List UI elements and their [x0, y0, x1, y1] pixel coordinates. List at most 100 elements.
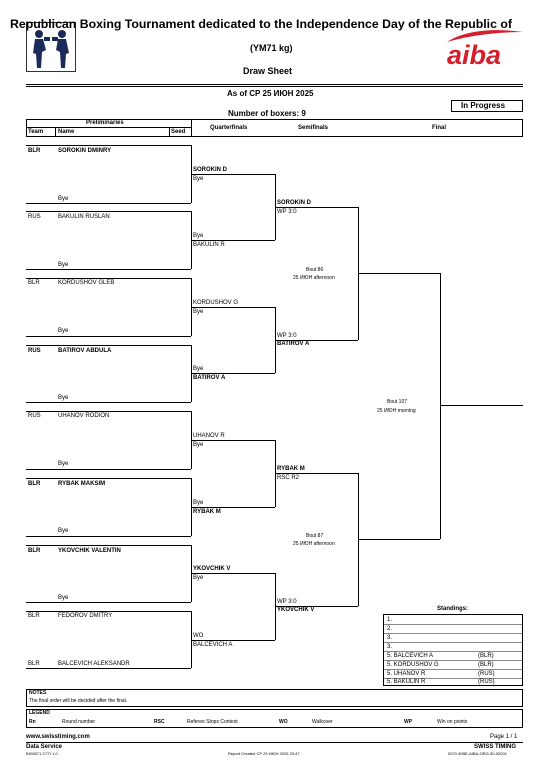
qf-top-result: Bye: [193, 176, 204, 182]
legend-code: RSC: [154, 719, 165, 725]
entry-name: KORDUSHOV GLEB: [58, 280, 115, 286]
entry-opponent: Bye: [58, 196, 69, 202]
entry-name: FEDOROV DMITRY: [58, 613, 113, 619]
qf-top-result: Bye: [193, 575, 204, 581]
legend-desc: Referee Stops Contest: [187, 719, 238, 725]
qf-bottom-result: Bye: [193, 366, 204, 372]
legend-code: WP: [404, 719, 413, 725]
footer-brand: SWISS TIMING: [474, 744, 516, 750]
entry-team: RUS: [28, 413, 41, 419]
standings-row: 2.: [387, 626, 393, 632]
legend-desc: Walkover: [312, 719, 333, 725]
standings-team: (RUS): [478, 671, 495, 677]
entry-opponent: Bye: [58, 528, 69, 534]
status-badge: In Progress: [461, 101, 506, 110]
standings-team: (BLR): [478, 662, 494, 668]
col-semifinals: Semifinals: [298, 125, 329, 131]
legend-desc: Win on points: [437, 719, 468, 725]
standings-row: 3.: [387, 635, 393, 641]
legend-code: Rn: [29, 719, 36, 725]
sf-bout-number: Bout 87: [306, 533, 324, 539]
qf-bottom-name: BALCEVICH A: [193, 642, 233, 648]
entry-team: BLR: [28, 148, 41, 154]
entry-team: RUS: [28, 348, 41, 354]
standings-row: 5. UHANOV R: [387, 671, 426, 677]
notes-title: NOTES: [29, 690, 47, 696]
qf-bottom-result: Bye: [193, 233, 204, 239]
sf-bout-number: Bout 86: [306, 267, 324, 273]
sf-bout-date: 25 ИЮН afternoon: [293, 275, 335, 281]
entry-opponent: Bye: [58, 328, 69, 334]
boxers-count: Number of boxers: 9: [228, 109, 306, 118]
final-bout-date: 25 ИЮН morning: [377, 408, 416, 414]
col-team: Team: [28, 129, 44, 135]
entry-team: BLR: [28, 548, 41, 554]
sf-winner-name: SOROKIN D: [277, 200, 312, 206]
final-bout-number: Bout 107: [387, 399, 408, 405]
qf-top-name: UHANOV R: [193, 433, 225, 439]
aiba-logo: aiba: [447, 40, 502, 70]
entry-team: BLR: [28, 661, 40, 667]
entry-name: RYBAK MAKSIM: [58, 481, 106, 487]
sf-bout-date: 25 ИЮН afternoon: [293, 541, 335, 547]
legend-desc: Round number: [62, 719, 96, 725]
sf-loser-name: YKOVCHIK V: [277, 607, 315, 613]
qf-top-name: SOROKIN D: [193, 167, 228, 173]
qf-top-name: KORDUSHOV G: [193, 300, 239, 306]
entry-opponent: Bye: [58, 595, 69, 601]
entry-team: BLR: [28, 613, 40, 619]
sf-winner-result: RSC R2: [277, 475, 300, 481]
standings-table: 1. 2. 3. 3. 5. BALCEVICH A (BLR) 5. KORD…: [383, 614, 523, 686]
legend-code: WO: [279, 719, 288, 725]
qf-bottom-name: BAKULIN R: [193, 242, 225, 248]
boxer-logo: [26, 22, 76, 72]
col-final: Final: [432, 125, 447, 131]
weight-class: (YM71 kg): [250, 43, 293, 53]
entry-name: BALCEVICH ALEKSANDR: [58, 661, 130, 667]
sf-winner-result: WP 3:0: [277, 209, 297, 215]
qf-bottom-name: BATIROV A: [193, 375, 226, 381]
aiba-swoosh-icon: [447, 30, 523, 42]
standings-row: 5. KORDUSHOV G: [387, 662, 439, 668]
footer-data-service: Data Service: [26, 744, 63, 750]
entry-opponent: Bye: [58, 395, 69, 401]
standings-row: 5. BALCEVICH A: [387, 653, 434, 659]
boxers-icon: [33, 30, 69, 68]
qf-top-name: YKOVCHIK V: [193, 566, 231, 572]
notes-text: The final order will be decided after th…: [29, 698, 128, 704]
column-header: [26, 119, 523, 137]
col-preliminaries: Preliminaries: [86, 120, 124, 126]
entry-team: RUS: [28, 214, 41, 220]
footer-code-right: 0070 40BE-AIBA-ORG-30-92001: [448, 751, 507, 756]
sheet-title: Draw Sheet: [243, 66, 293, 76]
standings-row: 5. BAKULIN R: [387, 679, 426, 685]
qf-bottom-result: Bye: [193, 500, 204, 506]
entry-opponent: Bye: [58, 461, 69, 467]
footer-page: Page 1 / 1: [490, 734, 518, 740]
entry-name: YKOVCHIK VALENTIN: [58, 548, 121, 554]
footer-report-created: Report Created СР 25 ИЮН 2025 20:47: [228, 751, 300, 756]
legend-box: LEGEND Rn Round number RSC Referee Stops…: [26, 709, 523, 728]
qf-top-result: Bye: [193, 309, 204, 315]
status-box: In Progress: [451, 100, 523, 112]
entry-name: UHANOV RODION: [58, 413, 110, 419]
notes-box: NOTES The final order will be decided af…: [26, 689, 523, 707]
standings-team: (RUS): [478, 679, 495, 685]
entry-name: SOROKIN DMINRY: [58, 148, 112, 154]
sf-winner-name: RYBAK M: [277, 466, 305, 472]
sf-loser-name: BATIROV A: [277, 341, 310, 347]
sf-loser-result: WP 3:0: [277, 599, 297, 605]
entry-team: BLR: [28, 481, 41, 487]
legend-title: LEGEND: [29, 710, 50, 716]
col-quarterfinals: Quarterfinals: [210, 125, 248, 131]
qf-bottom-name: RYBAK M: [193, 509, 221, 515]
entry-name: BATIROV ABDULA: [58, 348, 112, 354]
sf-loser-result: WP 3:0: [277, 333, 297, 339]
entry-name: BAKULIN RUSLAN: [58, 214, 110, 220]
standings-team: (BLR): [478, 653, 494, 659]
footer-website[interactable]: www.swisstiming.com: [26, 734, 90, 740]
entry-opponent: Bye: [58, 262, 69, 268]
standings-row: 3.: [387, 644, 393, 650]
standings-title: Standings:: [437, 606, 468, 612]
col-name: Name: [58, 129, 75, 135]
